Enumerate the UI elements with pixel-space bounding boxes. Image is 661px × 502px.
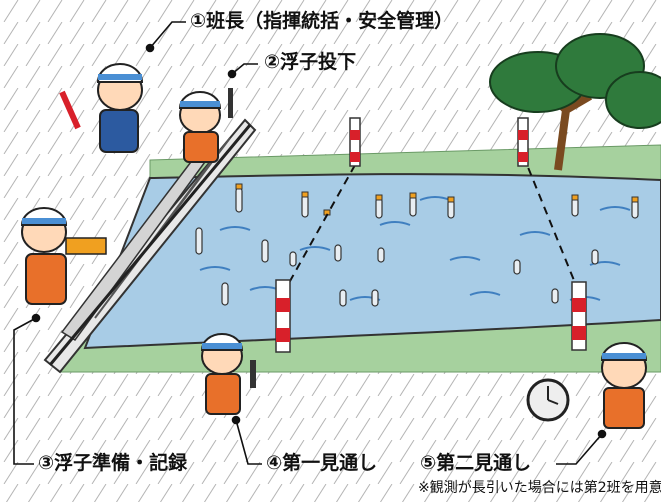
callout-lines [13, 21, 607, 465]
river-ripples [199, 196, 631, 301]
worker-float-prep [20, 207, 107, 305]
sight-lines [284, 154, 583, 301]
far-survey-poles [349, 117, 529, 167]
label-leader: ①班長（指揮統括・安全管理） [190, 10, 454, 32]
worker-float-drop [178, 88, 233, 163]
floats [195, 183, 639, 307]
label-first-sight: ④第一見通し [266, 452, 378, 474]
worker-first-sight [200, 333, 256, 415]
worker-second-sight [526, 342, 648, 429]
label-float-prep: ③浮子準備・記録 [38, 452, 188, 474]
worker-leader [59, 63, 144, 153]
near-survey-poles [275, 279, 587, 353]
footnote: ※観測が長引いた場合には第2班を用意 [418, 480, 661, 496]
label-float-drop: ②浮子投下 [264, 51, 357, 73]
tree [489, 33, 661, 171]
label-second-sight: ⑤第二見通し [420, 452, 532, 474]
